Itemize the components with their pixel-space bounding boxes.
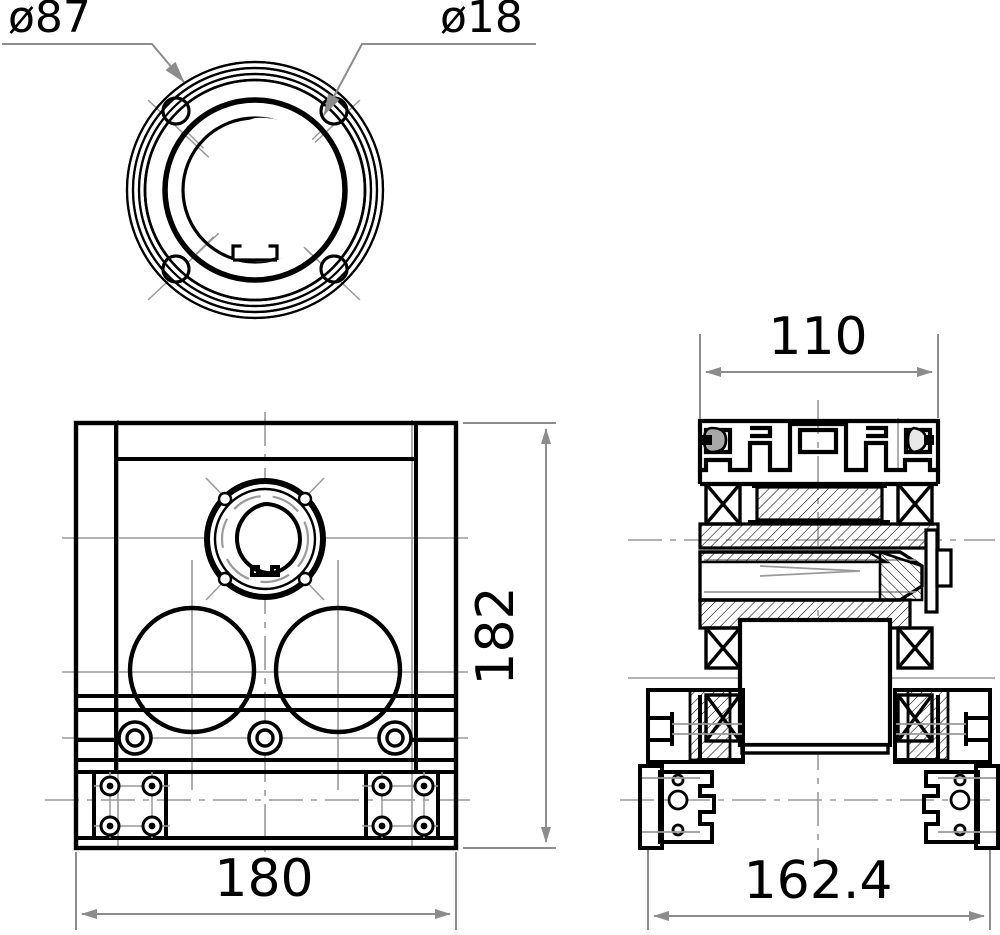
top-view-ring-overlay: [125, 60, 385, 320]
dimension-label-182: 182: [466, 586, 526, 685]
top-view-flange-ring: [162, 97, 348, 283]
bore-left: [127, 605, 257, 735]
dimension-110: [699, 334, 939, 418]
leader-dia-18: [323, 43, 536, 116]
front-view-large-bores: [127, 605, 403, 735]
section-motor-block: [737, 617, 893, 755]
dimension-label-dia-87: ø87: [8, 0, 91, 43]
front-view-spindle-flange: [204, 477, 326, 601]
front-view-internal-lines: [76, 423, 456, 840]
section-profile-inserts: [702, 426, 934, 454]
front-view: 182 180: [45, 412, 556, 930]
section-bearing-mid: [704, 626, 934, 670]
section-body-upper: [698, 522, 940, 550]
front-view-bolt-row: [117, 720, 413, 756]
bore-right: [273, 605, 403, 735]
section-bearing-upper: [704, 482, 934, 526]
dimension-label-162-4: 162.4: [744, 851, 893, 911]
top-view: ø87 ø18: [2, 0, 536, 320]
dimension-label-180: 180: [214, 849, 313, 909]
dimension-label-dia-18: ø18: [440, 0, 523, 43]
leader-dia-87: [2, 43, 185, 83]
section-clamp-right: [893, 688, 1000, 850]
section-rotor-upper: [748, 482, 890, 525]
section-view: 110 162.4: [620, 307, 1000, 930]
top-view-bolt-holes-overlay: [161, 96, 349, 284]
dimension-label-110: 110: [768, 307, 867, 367]
section-clamp-left: [638, 688, 745, 850]
top-view-bore-keyway: [202, 117, 333, 262]
dimension-182: [463, 422, 556, 849]
front-view-mount-block-left: [92, 770, 170, 840]
front-view-housing-outline: [73, 420, 459, 851]
front-view-mount-block-right: [362, 770, 440, 840]
dimension-162-4: [647, 850, 991, 930]
dimension-180: [75, 852, 457, 930]
